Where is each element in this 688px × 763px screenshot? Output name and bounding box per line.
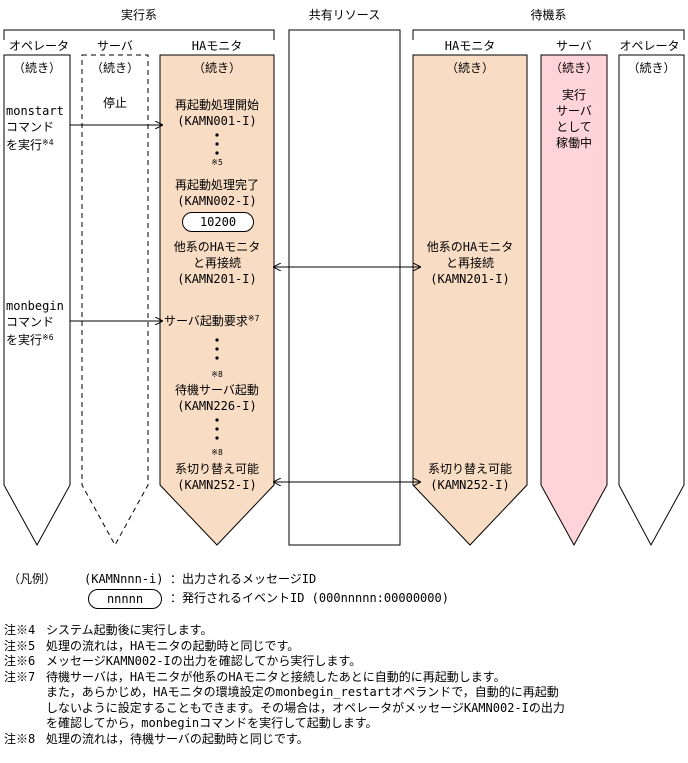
continued-operator-right: （続き） (627, 61, 676, 75)
ha-right-lane (412, 54, 528, 546)
legend-event-desc: ：発行されるイベントID (000nnnnn:00000000) (170, 591, 449, 605)
operator-left-lane (3, 54, 71, 547)
continued-operator-left: （続き） (12, 61, 61, 75)
continuation-dots-2 (215, 338, 219, 360)
col-server-left: サーバ (97, 39, 133, 53)
event-id-badge: 10200 (182, 212, 254, 232)
header-standby: 待機系 (530, 8, 567, 22)
ha-left-switch-ok: 系切り替え可能 (KAMN252-I) (174, 462, 259, 492)
server-left-state: 停止 (102, 96, 127, 110)
col-operator-left: オペレータ (8, 39, 69, 53)
note-7: 注※7 待機サーバは，HAモニタが他系のHAモニタと接続したあとに自動的に再起動… (4, 669, 565, 731)
ha-restart-done: 再起動処理完了 (KAMN002-I) (174, 178, 259, 208)
continuation-dots-1 (215, 133, 219, 155)
monbegin-command-label: monbegin コマンド を実行※6 (6, 299, 64, 347)
monstart-command-label: monstart コマンド を実行※4 (6, 104, 64, 152)
col-ha-left: HAモニタ (191, 39, 243, 53)
server-left-lane (81, 54, 149, 547)
shared-resource-box (288, 29, 401, 546)
continued-server-left: （続き） (90, 61, 139, 75)
legend-message-example: (KAMNnnn-i) (84, 572, 164, 586)
legend-event-badge: nnnnn (88, 589, 162, 609)
server-right-lane (540, 54, 608, 547)
continuation-dots-3 (215, 418, 219, 440)
ha-left-lane (159, 54, 275, 546)
col-operator-right: オペレータ (619, 39, 680, 53)
standby-system-bracket (412, 29, 685, 40)
header-shared: 共有リソース (308, 8, 381, 22)
col-ha-right: HAモニタ (444, 39, 496, 53)
ha-left-reconnect: 他系のHAモニタ と再接続 (KAMN201-I) (173, 240, 261, 286)
continued-server-right: （続き） (549, 61, 598, 75)
continued-ha-right: （続き） (445, 61, 494, 75)
ha-right-reconnect: 他系のHAモニタ と再接続 (KAMN201-I) (426, 240, 514, 286)
note8a-marker: ※8 (211, 370, 223, 379)
ha-restart-start: 再起動処理開始 (KAMN001-I) (174, 98, 259, 128)
note8b-marker: ※8 (211, 448, 223, 457)
col-server-right: サーバ (556, 39, 592, 53)
ha-right-switch-ok: 系切り替え可能 (KAMN252-I) (427, 462, 512, 492)
header-active: 実行系 (120, 8, 157, 22)
legend-message-desc: ：出力されるメッセージID (170, 572, 317, 586)
note5-marker: ※5 (211, 158, 223, 167)
ha-server-request: サーバ起動要求※7 (164, 314, 260, 328)
legend-title: （凡例） (8, 572, 57, 586)
continued-ha-left: （続き） (192, 61, 241, 75)
ha-standby-start: 待機サーバ起動 (KAMN226-I) (175, 383, 259, 413)
operator-right-lane (618, 54, 685, 547)
server-right-state: 実行 サーバ として 稼働中 (555, 88, 592, 150)
active-system-bracket (3, 29, 275, 40)
